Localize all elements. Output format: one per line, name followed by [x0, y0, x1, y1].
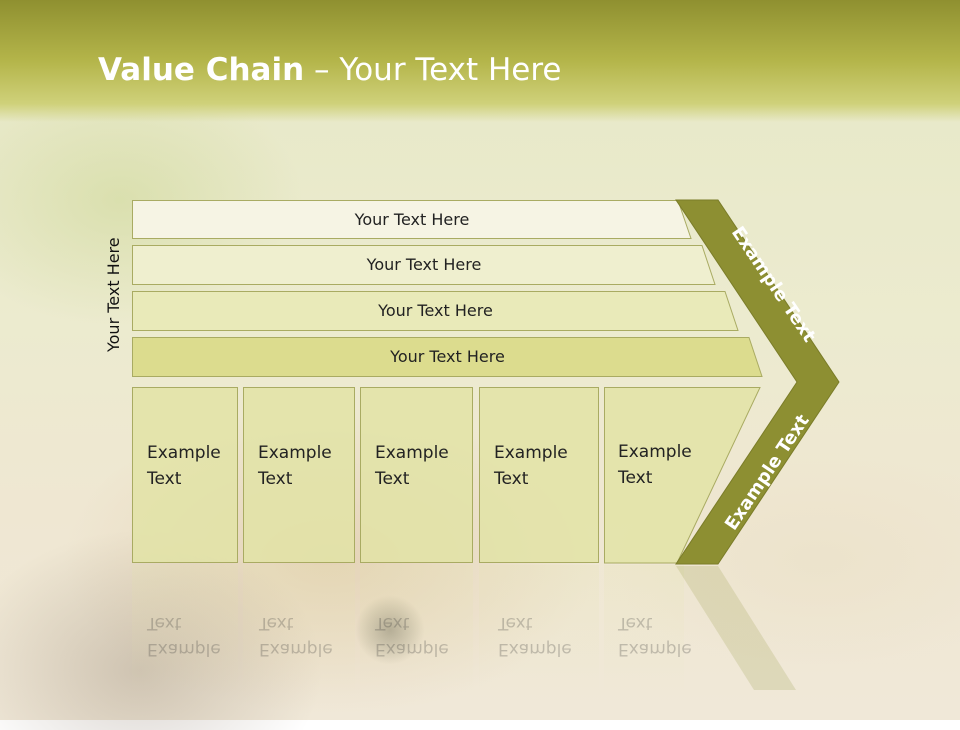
column-text-line1: Example: [258, 443, 332, 463]
value-row-4: Your Text Here: [132, 337, 763, 377]
column-text-line2: Text: [618, 468, 653, 488]
slide-title: Value Chain – Your Text Here: [98, 52, 561, 88]
value-row-3: Your Text Here: [132, 291, 739, 331]
column-text-line1: Example: [618, 442, 692, 462]
value-row-1: Your Text Here: [132, 200, 692, 239]
column-text-line1: Example: [375, 443, 449, 463]
support-column-3: Example Text: [360, 387, 473, 563]
side-label: Your Text Here: [104, 237, 123, 352]
row-label: Your Text Here: [390, 347, 505, 366]
column-reflection: [360, 565, 473, 695]
column-reflection: [479, 565, 599, 695]
row-label: Your Text Here: [366, 255, 482, 274]
column-text-line2: Text: [375, 469, 410, 489]
support-column-2: Example Text: [243, 387, 355, 563]
support-column-4: Example Text: [479, 387, 599, 563]
column-text-line2: Text: [258, 469, 293, 489]
title-bold: Value Chain: [98, 52, 305, 88]
column-text-line1: Example: [147, 443, 221, 463]
column-text-line2: Text: [494, 469, 529, 489]
background-eye: [355, 595, 425, 665]
value-row-2: Your Text Here: [132, 245, 716, 285]
title-bar: [0, 0, 960, 122]
support-column-1: Example Text: [132, 387, 238, 563]
margin-chevron: [675, 199, 840, 690]
column-reflection: [604, 565, 684, 695]
title-rest: – Your Text Here: [304, 52, 562, 88]
row-label: Your Text Here: [378, 301, 493, 320]
support-column-5-text: Example Text: [618, 439, 692, 491]
row-label: Your Text Here: [354, 210, 470, 229]
column-reflection: [243, 565, 355, 695]
column-text-line2: Text: [147, 469, 182, 489]
column-text-line1: Example: [494, 443, 568, 463]
column-reflection: [132, 565, 238, 695]
